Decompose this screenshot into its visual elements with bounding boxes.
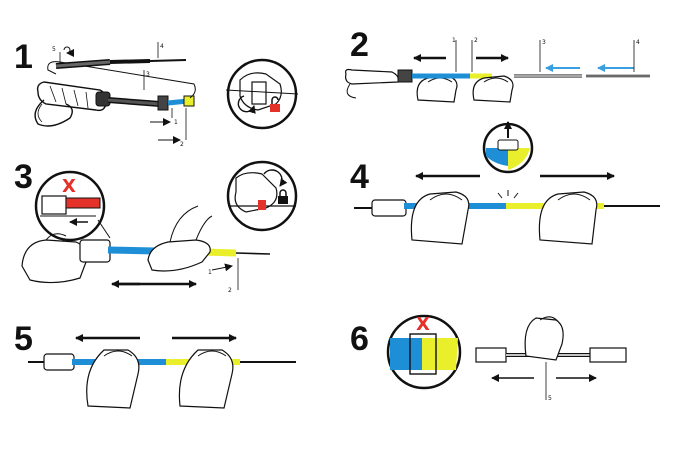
step-1-callout-1: 1	[174, 119, 178, 126]
step-5-right-hand	[178, 349, 234, 409]
step-6-wrong-mark: X	[416, 314, 430, 335]
spark-icon	[497, 190, 519, 199]
wrist-strap	[34, 99, 73, 127]
step-4-right-hand	[538, 191, 598, 245]
step-3-right-hand	[147, 239, 211, 272]
step-6-number: 6	[350, 320, 369, 358]
step-6-callout-5: 5	[548, 395, 552, 402]
step-3-illustration: X 1 2	[21, 160, 298, 294]
step-1-callout-5: 5	[52, 46, 56, 53]
step-2-illustration: 1 2 3 4	[345, 37, 650, 103]
step-1-illustration: 5 4 3 1 2	[34, 42, 299, 148]
step-3-left-hand	[21, 239, 88, 284]
step-3-wrong-mark: X	[62, 176, 76, 197]
step-3-number: 3	[14, 158, 33, 196]
step-3-callout-1: 1	[208, 269, 212, 276]
step-6-hand	[524, 317, 564, 361]
step-2-callout-1: 1	[452, 37, 456, 44]
unlock-icon	[270, 96, 280, 112]
step-2-number: 2	[350, 26, 369, 64]
step-1-number: 1	[14, 38, 33, 76]
step-2-left-hand	[416, 75, 458, 103]
step-6-illustration: X 5	[386, 314, 627, 402]
step-1-callout-3: 3	[146, 71, 150, 78]
step-4-number: 4	[350, 158, 369, 196]
rotate-arrow-icon	[237, 95, 256, 114]
lock-icon	[278, 189, 288, 204]
step-1-callout-2: 2	[180, 141, 184, 148]
step-4-left-hand	[410, 191, 470, 245]
step-1-callout-4: 4	[160, 43, 164, 50]
step-2-callout-4: 4	[636, 39, 640, 46]
step-5-number: 5	[14, 320, 33, 358]
step-2-callout-2: 2	[474, 37, 478, 44]
step-5-illustration	[28, 334, 296, 409]
step-4-illustration	[354, 121, 660, 245]
step-3-callout-2: 2	[228, 287, 232, 294]
step-5-left-hand	[86, 349, 140, 409]
rotate-icon	[63, 46, 75, 57]
step-2-callout-3: 3	[542, 39, 546, 46]
flick-lock	[157, 95, 169, 111]
step-2-right-hand	[472, 75, 514, 103]
